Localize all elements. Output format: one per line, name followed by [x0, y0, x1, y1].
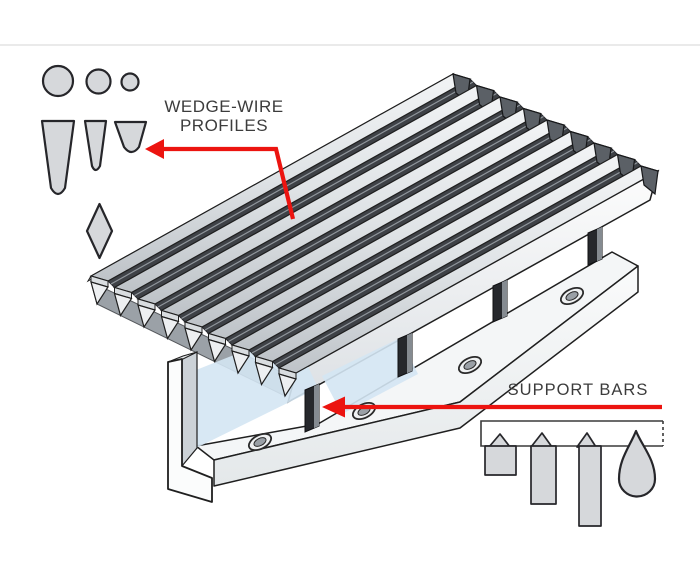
support-bar-profile-diagram [480, 420, 664, 527]
support-bars-label: SUPPORT BARS [508, 381, 649, 399]
rail-blue-reflection [322, 338, 418, 414]
bolt-hole [457, 355, 483, 375]
wedge-wire-profiles-label-line1: WEDGE-WIRE [164, 97, 283, 116]
support-bar [397, 332, 413, 378]
wedge-wire-arrowhead [145, 139, 164, 159]
bar-profile-tall-rectangle [578, 445, 602, 527]
wedge-wire-profiles-label-line2: PROFILES [180, 116, 268, 135]
rail-front-face [213, 265, 639, 487]
channel-end-face [167, 358, 213, 503]
bolt-hole [247, 432, 273, 452]
support-bar [587, 226, 603, 266]
profile-short-wedge [113, 120, 148, 154]
support-bars [304, 226, 603, 433]
annotations [145, 139, 662, 418]
channel-inner-face [181, 351, 198, 468]
wire-panel [86, 72, 659, 397]
bar-profile-short-rectangle [484, 445, 517, 476]
frame-channel [167, 351, 213, 503]
support-bar [304, 383, 320, 433]
bolt-hole [559, 286, 585, 306]
profile-medium-circle [85, 68, 112, 95]
bar-profile-teardrop [617, 429, 657, 498]
support-bars-arrowhead [322, 396, 345, 418]
profile-large-circle [41, 64, 75, 98]
profile-diamond [85, 202, 114, 260]
bar-profile-medium-rectangle [530, 445, 557, 505]
profile-diagram-wire-bar [480, 420, 663, 447]
wedge-wire-arrow-shaft [153, 146, 296, 220]
support-bar [492, 279, 508, 323]
profile-narrow-wedge [83, 119, 108, 172]
wire-profile-shapes [40, 64, 148, 260]
profile-tall-wedge [40, 119, 76, 196]
profile-small-circle [120, 72, 140, 92]
